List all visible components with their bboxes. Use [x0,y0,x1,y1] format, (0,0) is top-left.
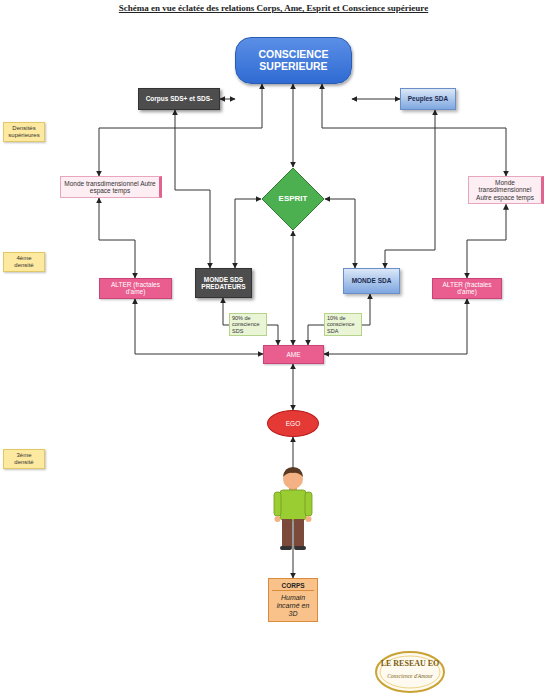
alter-box: ALTER (fractales d'ame) [432,278,502,299]
arm [305,492,312,516]
diagram-title: Schéma en vue éclatée des relations Corp… [0,3,547,13]
node-label: AME [286,351,300,358]
node-label: Monde transdimensionnel Autre espace tem… [64,180,156,195]
connector [293,84,294,167]
connector [99,198,135,278]
arm [274,492,281,516]
density-note: 4ème densité [3,252,45,272]
logo-subtitle: Conscience d'Amour [387,673,433,679]
top-concept-box: CONSCIENCE SUPERIEURE [235,37,352,84]
hand [275,516,281,522]
connector [235,199,261,268]
node-label: CORPS [272,582,314,590]
connector [385,110,435,268]
connector [220,99,235,100]
node-label: Monde transdimensionnel Autre espace tem… [472,179,538,201]
connector [467,204,506,278]
connector [325,199,355,268]
node-label: Peuples SDA [408,95,448,102]
connector [322,84,506,176]
connector [308,294,370,345]
edge-label: 90% de conscience SDS [229,313,267,336]
node-label: 4ème densité [7,255,41,269]
shoe [280,546,292,550]
world-box: Monde transdimensionnel Autre espace tem… [60,176,162,198]
leg [282,519,292,547]
connector [324,299,467,354]
decision-diamond: ESPRIT [261,167,325,231]
node-label: MONDE SDA [352,277,392,284]
body-box: CORPS Humain incarné en 3D [268,578,318,622]
world-box: MONDE SDA [343,268,400,294]
world-box: Monde transdimensionnel Autre espace tem… [468,176,544,204]
edge-label: 10% de conscience SDA [324,313,362,336]
logo-ring [380,656,440,688]
connector [175,110,210,268]
ego-ellipse: EGO [267,410,319,437]
node-label: ESPRIT [279,194,308,203]
alter-box: ALTER (fractales d'ame) [99,278,172,299]
group-box: Corpus SDS+ et SDS- [138,88,220,110]
logo-text: LE RESEAU EO [381,659,440,668]
node-label: MONDE SDS PREDATEURS [199,276,248,291]
world-box: MONDE SDS PREDATEURS [195,268,252,298]
node-label: 3ème densité [7,452,41,466]
node-label: ALTER (fractales d'ame) [436,281,498,296]
hand [306,516,312,522]
connector [293,231,294,345]
connector [99,84,262,176]
connector [223,298,278,345]
leg [294,519,304,547]
hair [283,467,303,477]
connector [293,364,294,410]
soul-box: AME [263,345,324,364]
node-label: Densités supérieures [7,125,41,139]
node-label: CONSCIENCE SUPERIEURE [239,49,348,72]
shoe [294,546,306,550]
density-note: Densités supérieures [3,122,45,142]
diamond-outline [262,168,324,230]
connector [352,99,400,100]
node-label: ALTER (fractales d'ame) [103,281,168,296]
density-note: 3ème densité [3,449,45,469]
logo-ring [376,652,444,692]
node-label: EGO [286,420,300,427]
node-label: Corpus SDS+ et SDS- [146,95,213,102]
torso [280,490,306,520]
node-body: Humain incarné en 3D [272,594,314,618]
group-box: Peuples SDA [400,88,456,110]
